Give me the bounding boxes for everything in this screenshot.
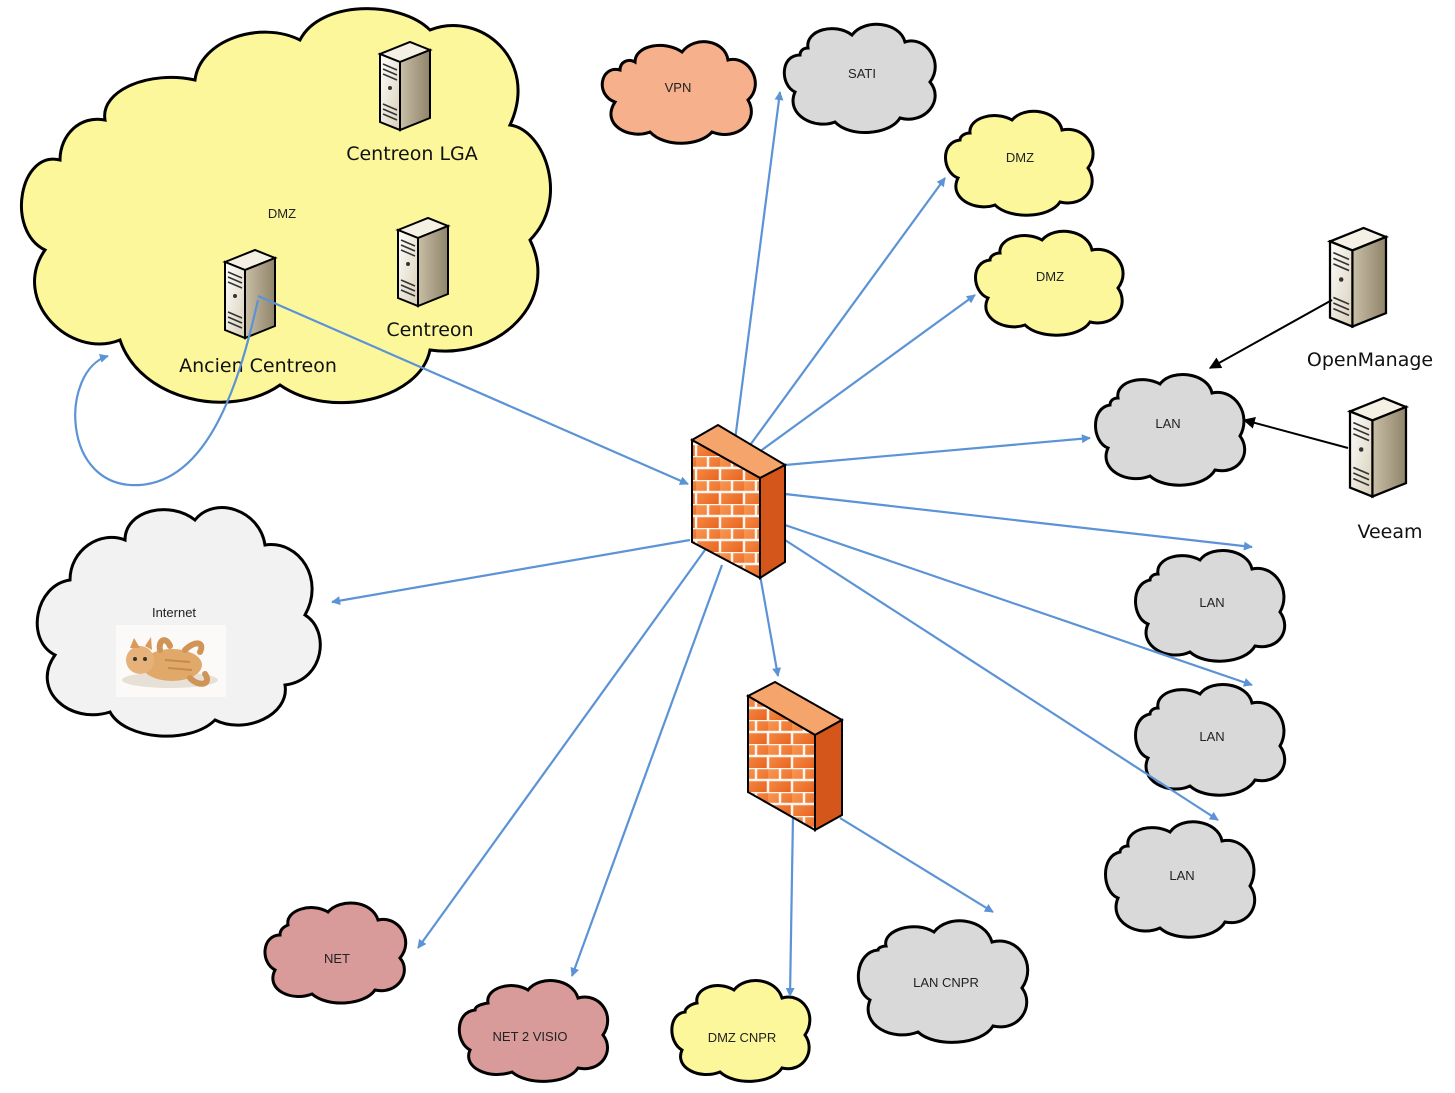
connector-openmanage-to-lan (1208, 299, 1333, 369)
connectors-black (1208, 299, 1349, 449)
firewall-icon (745, 680, 845, 832)
connector-to-net2visio (570, 564, 724, 977)
cloud-lan-2: LAN (1134, 549, 1287, 663)
cloud-net2visio: NET 2 VISIO (457, 979, 610, 1083)
connector-veeam-to-lan (1242, 417, 1349, 449)
server-centreon-lga: Centreon LGA (346, 41, 478, 165)
connector-to-lan-4 (784, 539, 1219, 821)
cloud-dmz-main: DMZ (20, 7, 552, 405)
server-icon (379, 41, 431, 131)
connector-to-firewall-2 (758, 574, 782, 677)
cloud-label: NET (324, 951, 350, 966)
connector-to-lan-cnpr (839, 817, 994, 913)
cloud-label: LAN (1199, 729, 1224, 744)
cloud-vpn: VPN (600, 40, 757, 145)
cloud-lan-1: LAN (1094, 373, 1247, 487)
connector-to-lan-1 (784, 434, 1091, 467)
firewall-icon (689, 423, 788, 580)
cloud-lan-cnpr: LAN CNPR (856, 919, 1030, 1044)
server-icon (1348, 396, 1408, 498)
server-label: Centreon (386, 319, 473, 341)
cloud-label: SATI (848, 66, 876, 81)
cloud-sati: SATI (782, 22, 937, 134)
server-label: Centreon LGA (346, 143, 478, 165)
server-label: Ancien Centreon (179, 355, 337, 377)
connector-loop (74, 299, 260, 487)
connector-to-internet (331, 538, 691, 606)
connector-to-lan-3 (784, 523, 1253, 687)
cloud-label: DMZ CNPR (708, 1030, 777, 1045)
connectors (74, 91, 1253, 997)
cloud-internet: Internet (35, 506, 322, 738)
connector-ancien-to-firewall (257, 294, 689, 486)
cloud-label: DMZ (268, 206, 296, 221)
cloud-label: DMZ (1036, 269, 1064, 284)
cloud-label: NET 2 VISIO (493, 1029, 568, 1044)
server-ancien-centreon: Ancien Centreon (179, 249, 337, 377)
firewall-secondary (745, 680, 845, 832)
cloud-label: LAN (1155, 416, 1180, 431)
connector-to-sati (733, 91, 784, 441)
cloud-lan-4: LAN (1104, 820, 1257, 939)
server-veeam: Veeam (1348, 396, 1423, 543)
cloud-label: Internet (152, 605, 196, 620)
server-openmanage: OpenManage (1307, 226, 1433, 371)
cloud-label: DMZ (1006, 150, 1034, 165)
cloud-label: LAN (1199, 595, 1224, 610)
server-icon (1328, 226, 1388, 328)
server-icon (224, 249, 276, 339)
cloud-net: NET (263, 901, 408, 1005)
cloud-dmz-1: DMZ (944, 109, 1095, 217)
server-label: OpenManage (1307, 349, 1433, 371)
server-icon (397, 217, 449, 307)
connector-to-lan-2 (784, 492, 1253, 551)
connector-to-dmz-1 (744, 177, 946, 453)
cloud-lan-3: LAN (1134, 683, 1287, 797)
server-label: Veeam (1357, 521, 1422, 543)
cloud-label: VPN (665, 80, 692, 95)
firewall-main (689, 423, 788, 580)
cloud-label: LAN (1169, 868, 1194, 883)
cloud-label: LAN CNPR (913, 975, 979, 990)
server-centreon: Centreon (386, 217, 474, 341)
connector-to-net (417, 549, 706, 949)
cloud-dmz-2: DMZ (974, 229, 1125, 337)
connector-to-dmz-2 (754, 294, 976, 456)
cloud-dmz-cnpr: DMZ CNPR (670, 979, 812, 1083)
cat-photo (116, 625, 226, 697)
connector-to-dmz-cnpr (785, 814, 795, 997)
